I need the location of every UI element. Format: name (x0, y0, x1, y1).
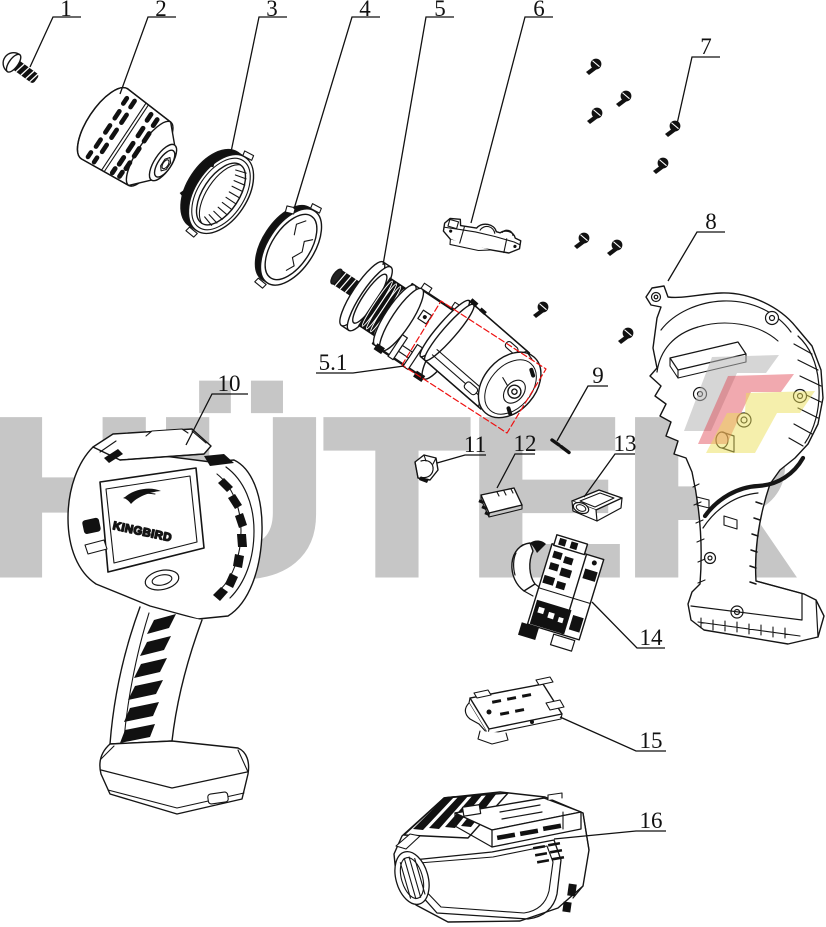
callout-8-label: 8 (705, 209, 717, 234)
watermark-emblem (684, 355, 815, 453)
part-6-bracket (442, 217, 522, 254)
callout-7: 7 (676, 34, 720, 125)
part-13-slide-button (571, 489, 623, 522)
callouts: 1 2 3 4 5 6 7 8 (29, 0, 725, 840)
callout-10-label: 10 (218, 371, 241, 396)
part-16-battery (393, 791, 590, 923)
callout-15: 15 (559, 716, 666, 753)
callout-5-1-leader (316, 365, 405, 374)
callout-11: 11 (436, 432, 486, 464)
callout-7-label: 7 (700, 34, 712, 59)
callout-14-leader (591, 601, 665, 649)
callout-2-label: 2 (155, 0, 167, 21)
callout-3-leader (230, 16, 287, 153)
callout-1-leader (29, 16, 81, 68)
right-housing-foot-rail (690, 593, 803, 621)
callout-10-leader (185, 393, 248, 446)
part-4-collar-ring (254, 203, 323, 289)
callout-1: 1 (29, 0, 81, 68)
callout-15-leader (559, 716, 666, 752)
callout-6-label: 6 (533, 0, 545, 21)
motor-highlight-box (401, 300, 547, 434)
chuck-grip-slots (85, 95, 160, 179)
callout-7-leader (676, 56, 720, 125)
callout-12-label: 12 (514, 431, 537, 456)
callout-5: 5 (382, 0, 454, 266)
callout-10: 10 (185, 371, 248, 446)
callout-5-1: 5.1 (316, 350, 405, 375)
callout-6-leader (470, 16, 553, 224)
callout-9: 9 (556, 363, 608, 442)
callout-5-label: 5 (434, 0, 446, 21)
battery-vent-grille (394, 851, 430, 905)
callout-14-label: 14 (640, 625, 664, 650)
callout-4: 4 (293, 0, 380, 210)
part-10-left-housing (67, 428, 263, 815)
part-9-pin (550, 438, 571, 455)
part-5-1-motor (419, 298, 542, 419)
bird-logo (124, 488, 161, 504)
callout-2-leader (119, 16, 176, 95)
callout-14: 14 (591, 601, 665, 650)
emblem-stripe-gray (684, 355, 779, 431)
part-11-button-cap (414, 454, 439, 483)
callout-8-leader (667, 231, 725, 282)
callout-9-label: 9 (592, 363, 604, 388)
callout-12: 12 (496, 431, 537, 489)
part-12-plate (478, 487, 523, 518)
callout-2: 2 (119, 0, 176, 95)
callout-16-leader (553, 830, 666, 840)
callout-3: 3 (230, 0, 287, 153)
callout-1-label: 1 (60, 0, 72, 21)
callout-9-leader (556, 385, 608, 442)
part-14-trigger-switch (511, 534, 605, 652)
callout-6: 6 (470, 0, 553, 224)
callout-11-label: 11 (464, 432, 486, 457)
switch-trigger (511, 542, 536, 592)
part-1-screw (2, 52, 39, 83)
callout-11-leader (436, 454, 486, 464)
callout-16-label: 16 (640, 808, 663, 833)
callout-8: 8 (667, 209, 725, 282)
part-2-chuck (76, 86, 178, 187)
callout-4-label: 4 (359, 0, 371, 21)
callout-13: 13 (583, 431, 637, 498)
callout-5-leader (382, 16, 454, 266)
callout-13-label: 13 (614, 431, 637, 456)
callout-13-leader (583, 453, 635, 498)
callout-15-label: 15 (640, 728, 663, 753)
emblem-stripe-yellow (706, 391, 815, 453)
callout-3-label: 3 (266, 0, 278, 21)
part-3-ring-gear (179, 148, 255, 238)
brand-panel (99, 467, 205, 573)
callout-16: 16 (553, 808, 666, 840)
callout-5-1-label: 5.1 (319, 350, 348, 375)
part-15-terminal-plate (464, 676, 565, 745)
callout-12-leader (496, 453, 535, 489)
callout-4-leader (293, 16, 380, 210)
